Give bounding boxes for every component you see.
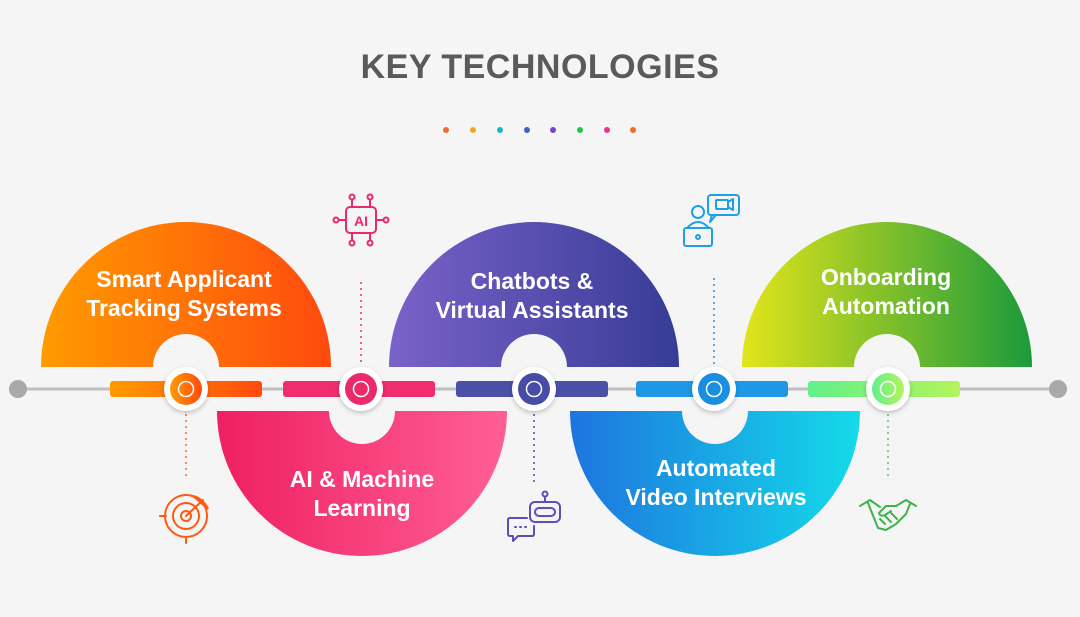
node-1 [164, 367, 208, 411]
node-3 [512, 367, 556, 411]
dot-yellow [470, 127, 476, 133]
item-4-label-line2: Video Interviews [625, 484, 806, 510]
svg-text:AI: AI [354, 213, 368, 229]
title-dots [443, 127, 636, 133]
segment-chatbots [389, 222, 679, 367]
handshake-icon [859, 499, 917, 531]
segment-ai-ml [217, 411, 507, 556]
dot-orange [443, 127, 449, 133]
item-5-label-line2: Automation [822, 293, 950, 319]
dot-teal [497, 127, 503, 133]
node-4 [692, 367, 736, 411]
dot-green [577, 127, 583, 133]
item-2-label-line2: Learning [313, 495, 410, 521]
node-5 [866, 367, 910, 411]
node-2 [339, 367, 383, 411]
item-1-label-line2: Tracking Systems [86, 295, 282, 321]
dot-purple [550, 127, 556, 133]
chatbot-icon [507, 490, 561, 542]
ai-chip-icon: AI [332, 193, 390, 247]
timeline-end-cap [1049, 380, 1067, 398]
video-call-icon [683, 194, 740, 247]
item-2-label-line1: AI & Machine [290, 466, 434, 492]
segment-onboarding [742, 222, 1032, 367]
radar-icon [159, 494, 209, 544]
segment-smart-applicant [41, 222, 331, 367]
dot-pink [604, 127, 610, 133]
page-title: KEY TECHNOLOGIES [360, 48, 720, 86]
item-4-label-line1: Automated [656, 455, 776, 481]
item-5-label-line1: Onboarding [821, 264, 951, 290]
item-3-label-line1: Chatbots & [471, 268, 594, 294]
segment-video-interviews [570, 411, 860, 556]
item-3-label-line2: Virtual Assistants [435, 297, 628, 323]
item-1-label-line1: Smart Applicant [96, 266, 272, 292]
dot-blue [524, 127, 530, 133]
timeline-start-cap [9, 380, 27, 398]
dot-orange-2 [630, 127, 636, 133]
